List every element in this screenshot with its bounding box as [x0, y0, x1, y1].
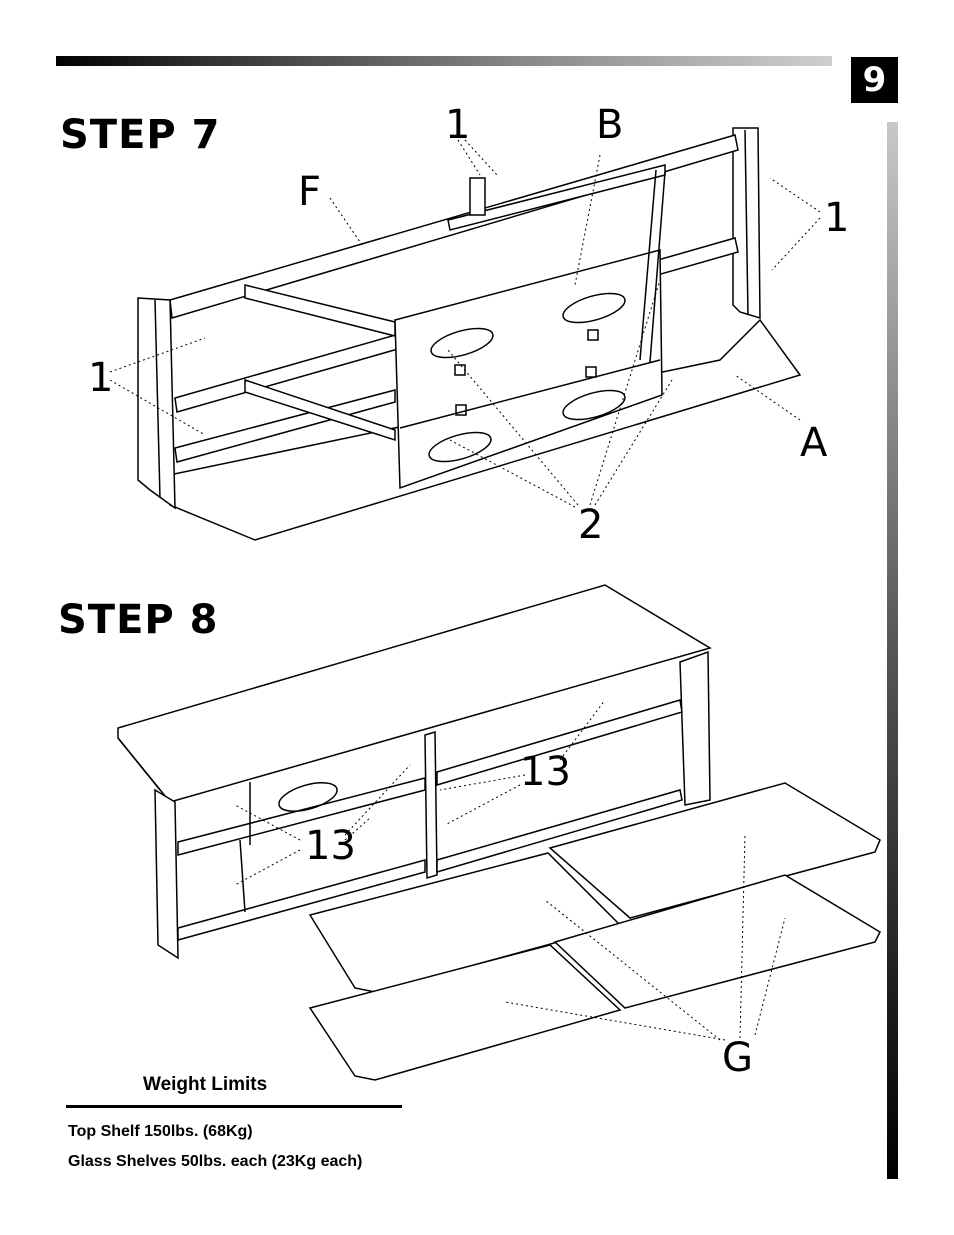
back-panel-b: [394, 249, 663, 490]
side-gradient-bar: [887, 122, 898, 1179]
step8-title: STEP 8: [58, 597, 219, 643]
glass-shelf-2: [548, 782, 881, 919]
left-post: [137, 297, 176, 510]
diagonal-brace-lower: [244, 378, 396, 442]
page-number: 9: [851, 57, 898, 103]
weight-limits-title: Weight Limits: [143, 1074, 268, 1095]
step7-screw-label-right: 1: [824, 195, 850, 241]
glass-shelf-4: [553, 874, 881, 1009]
weight-limit-top-shelf: Top Shelf 150lbs. (68Kg): [68, 1123, 253, 1140]
top-shelf: [117, 584, 712, 803]
weight-limits-divider: [66, 1105, 402, 1108]
step7-title: STEP 7: [60, 112, 221, 158]
step8-pin-label-right: 13: [520, 749, 571, 795]
step7-screw-label-top: 1: [445, 102, 471, 148]
step7-part-f-label: F: [298, 169, 322, 215]
center-divider: [424, 730, 438, 880]
glass-shelf-3: [308, 944, 622, 1081]
left-side: [154, 788, 179, 960]
step7-bolt-label: 2: [578, 502, 604, 548]
step8-glass-label: G: [722, 1035, 753, 1081]
weight-limit-glass-shelves: Glass Shelves 50lbs. each (23Kg each): [68, 1153, 363, 1170]
header-gradient-bar: [56, 56, 832, 66]
step7-part-a-label: A: [800, 420, 828, 466]
right-side: [679, 650, 711, 806]
step8-pin-label-left: 13: [305, 823, 356, 869]
step7-part-b-label: B: [596, 102, 624, 148]
step7-screw-label-left: 1: [88, 355, 114, 401]
